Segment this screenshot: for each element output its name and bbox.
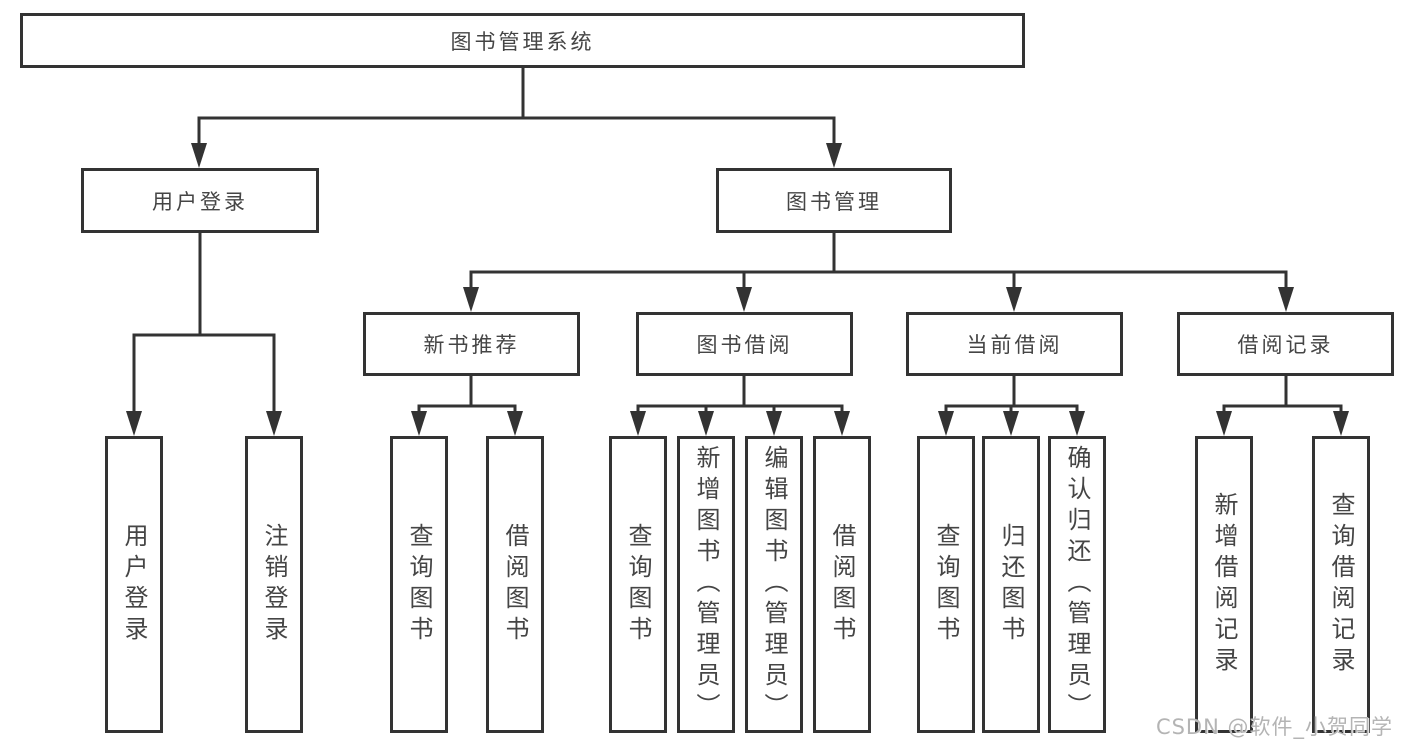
arrow-down-icon (126, 411, 142, 436)
connector-lines (132, 68, 1343, 413)
arrow-down-icon (463, 287, 479, 312)
leaf-borrow-books: 借阅图书 (813, 436, 871, 733)
watermark: CSDN @软件_小贺同学 (1155, 715, 1393, 739)
leaf-query-books: 查询图书 (390, 436, 448, 733)
arrow-down-icon (411, 411, 427, 436)
arrow-down-icon (736, 287, 752, 312)
node-new-book-recommendation: 新书推荐 (363, 312, 580, 376)
node-book-management: 图书管理 (716, 168, 952, 233)
leaf-edit-books-admin: 编辑图书（管理员） (745, 436, 803, 733)
arrow-down-icon (698, 411, 714, 436)
node-current-borrowing: 当前借阅 (906, 312, 1123, 376)
leaf-user-login: 用户登录 (105, 436, 163, 733)
leaf-add-borrow-record: 新增借阅记录 (1195, 436, 1253, 733)
leaf-logout: 注销登录 (245, 436, 303, 733)
arrow-down-icon (266, 411, 282, 436)
leaf-query-books: 查询图书 (609, 436, 667, 733)
node-book-borrowing: 图书借阅 (636, 312, 853, 376)
arrow-down-icon (766, 411, 782, 436)
arrow-down-icon (1006, 287, 1022, 312)
arrow-down-icon (1278, 287, 1294, 312)
leaf-query-books: 查询图书 (917, 436, 975, 733)
node-library-management-system: 图书管理系统 (20, 13, 1025, 68)
arrow-down-icon (1003, 411, 1019, 436)
leaf-return-books: 归还图书 (982, 436, 1040, 733)
node-user-login: 用户登录 (81, 168, 319, 233)
arrow-down-icon (191, 143, 207, 168)
leaf-add-books-admin: 新增图书（管理员） (677, 436, 735, 733)
leaf-query-borrow-record: 查询借阅记录 (1312, 436, 1370, 733)
arrow-down-icon (826, 143, 842, 168)
node-borrowing-records: 借阅记录 (1177, 312, 1394, 376)
arrow-down-icon (1333, 411, 1349, 436)
arrow-down-icon (834, 411, 850, 436)
arrow-down-icon (630, 411, 646, 436)
arrow-down-icon (1216, 411, 1232, 436)
leaf-borrow-books: 借阅图书 (486, 436, 544, 733)
arrowheads (126, 143, 1349, 436)
leaf-confirm-return-admin: 确认归还（管理员） (1048, 436, 1106, 733)
arrow-down-icon (507, 411, 523, 436)
arrow-down-icon (1069, 411, 1085, 436)
arrow-down-icon (938, 411, 954, 436)
